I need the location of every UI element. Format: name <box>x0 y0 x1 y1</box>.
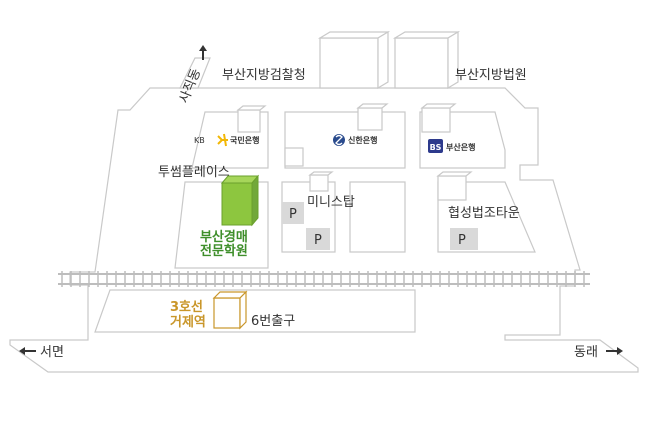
busan-bank-label: 부산은행 <box>446 142 475 152</box>
arrow-up-icon <box>199 45 207 60</box>
district-court-building <box>392 30 461 90</box>
busan-bank-logo-icon: BS <box>428 139 443 153</box>
ministop-label: 미니스탑 <box>307 195 355 210</box>
hyupsung-building <box>436 171 473 201</box>
academy-label-line2: 전문학원 <box>200 243 248 259</box>
shinhan-building <box>356 103 389 131</box>
kb-building <box>236 105 267 133</box>
ministop-building <box>308 171 334 192</box>
prosecutors-office-building <box>317 30 391 90</box>
parking-label-2: P <box>314 233 322 248</box>
block-ministop <box>349 181 406 253</box>
busan-bank-badge: BS <box>430 143 442 152</box>
railway <box>58 271 590 287</box>
shinhan-bank-label: 신한은행 <box>348 135 377 145</box>
seomyeon-label: 서면 <box>40 345 64 360</box>
station-building <box>212 290 248 330</box>
arrow-right-icon <box>606 347 623 355</box>
busan-bank-building <box>420 103 457 133</box>
parking-spot-1 <box>282 202 304 224</box>
shinhan-logo-icon <box>333 134 345 146</box>
parking-spot-2 <box>306 228 330 250</box>
arrow-left-icon <box>19 347 36 355</box>
academy-label-line1: 부산경매 <box>200 229 248 245</box>
kb-logo-icon <box>217 133 228 147</box>
twosome-place-label: 투썸플레이스 <box>158 165 230 180</box>
dongrae-label: 동래 <box>574 345 598 360</box>
academy-building <box>220 174 260 227</box>
block-station <box>94 289 416 333</box>
small-building-shinhan-block <box>284 147 304 167</box>
parking-label-3: P <box>458 233 466 248</box>
station-label-line1: 3호선 <box>170 299 203 315</box>
parking-spot-3 <box>450 228 478 250</box>
station-label-line2: 거제역 <box>170 314 206 330</box>
parking-label-1: P <box>289 207 297 222</box>
exit6-label: 6번출구 <box>251 314 295 329</box>
kb-prefix-label: KB <box>194 136 205 145</box>
hyupsung-town-label: 협성법조타운 <box>448 206 520 221</box>
district-court-label: 부산지방법원 <box>455 68 527 83</box>
prosecutors-office-label: 부산지방검찰청 <box>222 68 306 83</box>
road-sajik <box>179 57 211 89</box>
kb-bank-label: 국민은행 <box>230 135 259 145</box>
